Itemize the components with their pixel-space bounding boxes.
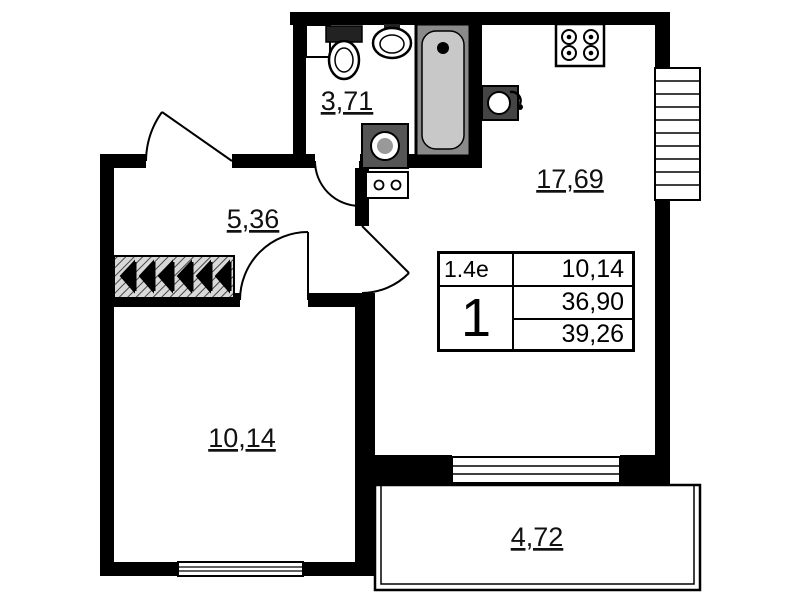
- entrance-door: [145, 111, 233, 162]
- wall-bottom-left: [100, 562, 178, 576]
- living-area-value: 10,14: [513, 253, 633, 286]
- wall-bedroom-right: [355, 293, 375, 576]
- walls: [100, 12, 670, 576]
- wall-living-balcony-right: [620, 455, 670, 485]
- bedroom-area-label: 10,14: [208, 423, 276, 453]
- living-room-door: [361, 225, 410, 294]
- window-right: [654, 67, 701, 201]
- room-count: 1: [439, 286, 513, 350]
- bathroom-area-label: 3,71: [321, 86, 374, 116]
- wall-right-top: [655, 12, 670, 68]
- wall-right-main: [655, 200, 670, 485]
- window-balcony: [451, 456, 621, 484]
- bathroom-door: [314, 160, 361, 207]
- apartment-type: 1.4e: [439, 253, 513, 286]
- hallway-area-label: 5,36: [227, 204, 280, 234]
- apartment-info-table: 1.4e 10,14 1 36,90 39,26: [437, 251, 635, 352]
- bathroom-cabinet-fixture: [365, 171, 409, 199]
- balcony-area-label: 4,72: [511, 522, 564, 552]
- wall-hall-bedroom-right: [308, 293, 369, 307]
- washing-machine-fixture: [361, 123, 409, 169]
- wall-hall-top-right: [232, 154, 293, 168]
- wall-bathroom-bottom-left: [293, 154, 315, 168]
- kitchen-sink-fixture: [481, 85, 523, 121]
- stove-fixture: [554, 22, 606, 68]
- window-bedroom: [177, 561, 304, 577]
- wall-bathroom-left: [293, 12, 306, 168]
- total-area-value: 39,26: [513, 319, 633, 350]
- bathtub-fixture: [414, 22, 472, 158]
- bedroom-door: [239, 231, 309, 301]
- wall-living-balcony-left: [369, 455, 452, 485]
- toilet-fixture: [325, 25, 363, 81]
- wardrobe-fixture: [113, 255, 235, 299]
- area-without-balcony-value: 36,90: [513, 286, 633, 319]
- wall-left: [100, 154, 114, 576]
- bathroom-sink-fixture: [371, 24, 413, 60]
- living-area-label: 17,69: [536, 164, 604, 194]
- balcony-outline: [373, 483, 702, 592]
